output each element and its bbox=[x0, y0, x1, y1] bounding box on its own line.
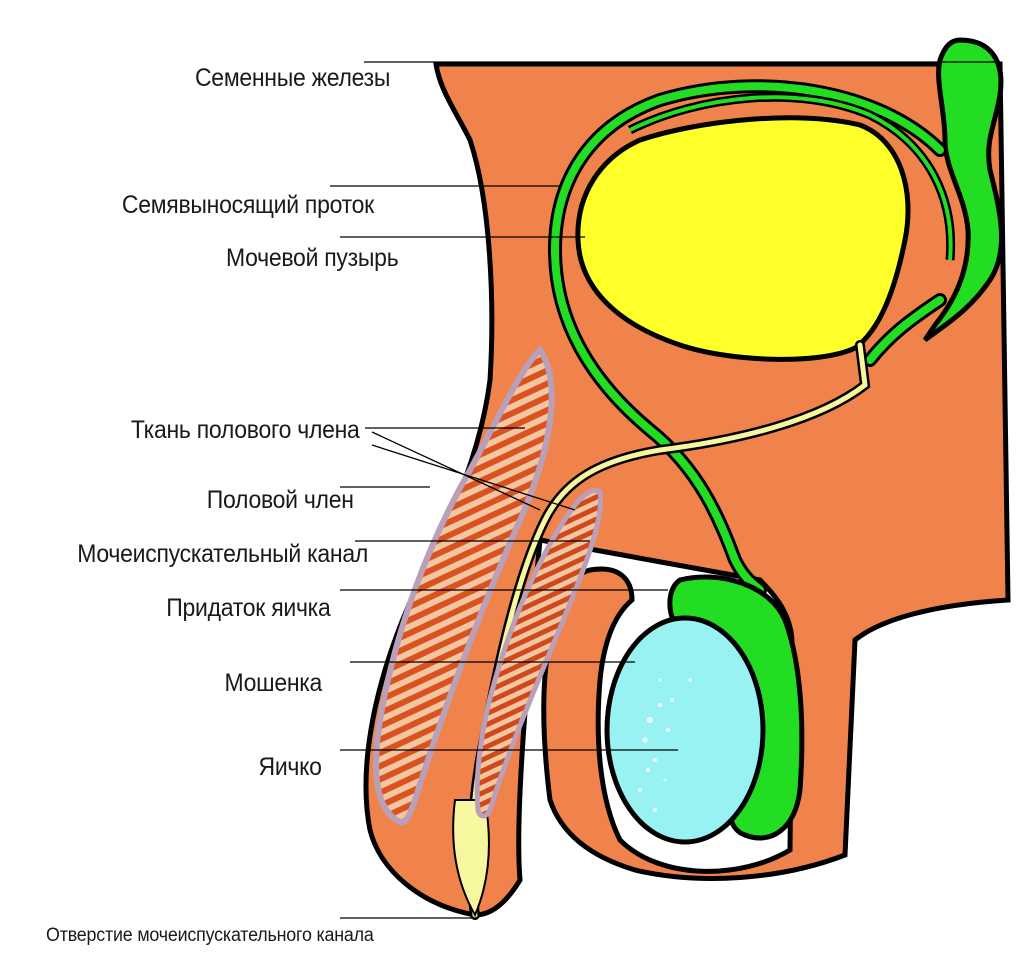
penile-tissue-small bbox=[474, 488, 604, 819]
label-urethra: Мочеиспускательный канал bbox=[77, 540, 368, 568]
label-urethral-opening: Отверстие мочеиспускательного канала bbox=[46, 925, 374, 946]
label-vas-deferens: Семявыносящий проток bbox=[121, 191, 374, 219]
label-scrotum: Мошенка bbox=[224, 669, 322, 697]
leader-penile-tissue-3 bbox=[371, 444, 576, 511]
penile-tissue-large bbox=[373, 345, 555, 826]
label-bladder: Мочевой пузырь bbox=[225, 244, 399, 272]
label-testis: Яичко bbox=[258, 753, 322, 781]
leader-penile-tissue-2 bbox=[371, 431, 541, 511]
label-seminal-glands: Семенные железы bbox=[194, 64, 390, 92]
testis-shape bbox=[604, 615, 766, 845]
leader-lines bbox=[330, 61, 1000, 919]
label-penis: Половой член bbox=[207, 486, 354, 514]
bladder-shape bbox=[575, 115, 911, 362]
testis-speckle bbox=[638, 678, 692, 812]
label-penile-tissue: Ткань полового члена bbox=[131, 416, 360, 444]
seminal-gland-shape bbox=[922, 37, 1004, 343]
label-epididymis: Придаток яичка bbox=[165, 594, 330, 622]
